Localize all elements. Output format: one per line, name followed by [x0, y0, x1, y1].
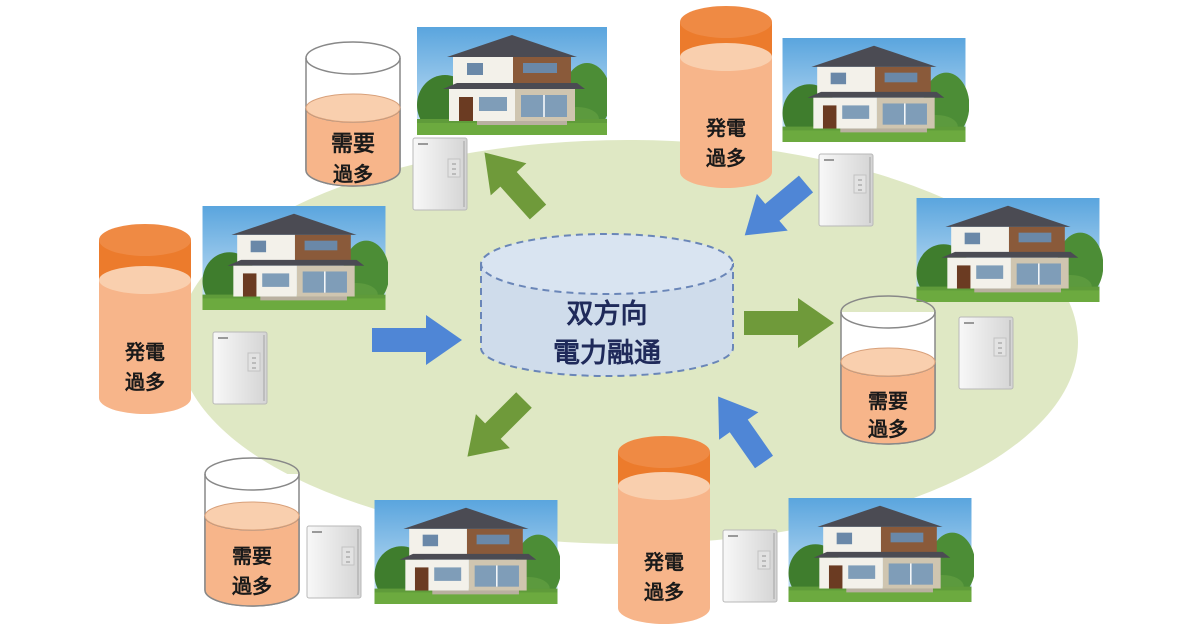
tank-state-label-2: 過多	[868, 417, 908, 441]
tank-state-label-2: 過多	[333, 162, 373, 186]
tank-state-label: 発電	[705, 116, 746, 140]
household-node: 発電 過多	[680, 6, 969, 228]
storage-tank-icon	[204, 457, 300, 607]
tank-state-label: 需要	[232, 544, 272, 568]
storage-tank-icon	[680, 6, 772, 188]
storage-tank-icon	[618, 436, 710, 624]
tank-state-label: 発電	[124, 340, 165, 364]
tank-state-label-2: 過多	[125, 370, 165, 394]
arrow-icon	[744, 175, 814, 236]
hub-label-line1: 双方向	[567, 298, 648, 330]
storage-tank-icon	[99, 224, 191, 414]
household-node: 需要 過多	[305, 27, 607, 212]
household-node: 需要 過多	[204, 457, 560, 607]
storage-tank-icon	[840, 295, 936, 445]
hub-label-line2: 電力融通	[553, 338, 661, 369]
battery-unit-icon	[212, 330, 268, 406]
battery-unit-icon	[958, 316, 1014, 390]
house-icon	[417, 27, 607, 135]
tank-state-label-2: 過多	[644, 580, 684, 604]
battery-unit-icon	[306, 524, 362, 600]
arrow-icon	[718, 396, 774, 469]
household-node: 発電 過多	[99, 206, 388, 414]
tank-state-label: 発電	[643, 550, 684, 574]
tank-state-label-2: 過多	[706, 146, 746, 170]
household-node: 発電 過多	[618, 436, 974, 624]
storage-tank-icon	[305, 41, 401, 187]
central-hub: 双方向 電力融通	[480, 233, 734, 377]
house-icon	[915, 198, 1103, 302]
tank-state-label-2: 過多	[232, 574, 272, 598]
house-icon	[373, 500, 560, 604]
household-node: 需要 過多	[840, 198, 1103, 445]
tank-state-label: 需要	[868, 389, 908, 413]
house-icon	[781, 38, 969, 142]
house-icon	[201, 206, 388, 310]
arrow-icon	[744, 298, 834, 348]
battery-unit-icon	[412, 136, 468, 212]
arrow-icon	[484, 152, 547, 220]
tank-state-label: 需要	[331, 132, 375, 157]
house-icon	[787, 498, 974, 602]
battery-unit-icon	[722, 528, 778, 604]
arrow-icon	[467, 392, 532, 457]
battery-unit-icon	[818, 152, 874, 228]
arrow-icon	[372, 315, 462, 365]
